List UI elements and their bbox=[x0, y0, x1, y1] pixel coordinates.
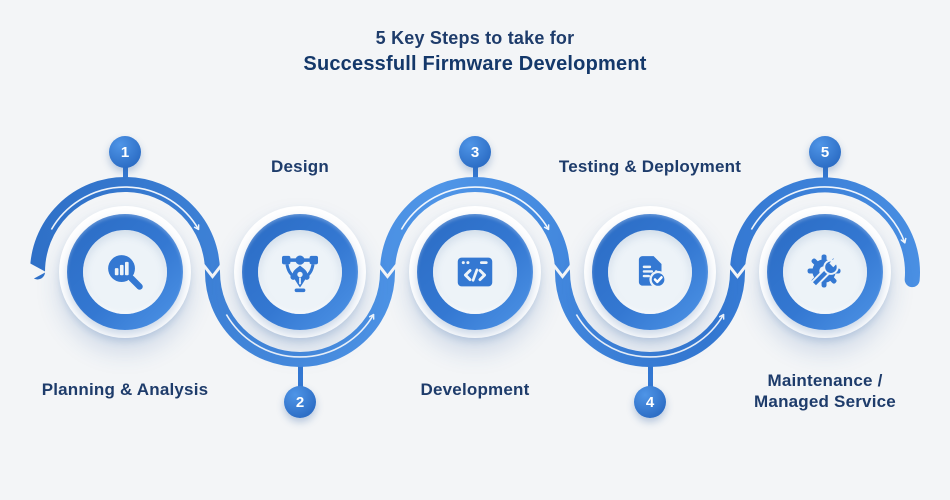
badge-stem bbox=[472, 163, 478, 183]
step-label-line-1: Maintenance / bbox=[767, 371, 883, 390]
step-label-line-2: Managed Service bbox=[754, 392, 896, 411]
code-window-icon bbox=[457, 257, 493, 287]
step-label-planning: Planning & Analysis bbox=[41, 380, 209, 399]
flow-arrow-icon bbox=[225, 315, 373, 358]
ribbon-band bbox=[30, 177, 920, 367]
step-plate bbox=[59, 206, 191, 338]
ribbon-fold-notch bbox=[727, 264, 748, 279]
step-number: 2 bbox=[295, 393, 305, 411]
step-number-badge: 5 bbox=[809, 136, 841, 168]
step-disc bbox=[608, 230, 692, 314]
gear-wrench-icon bbox=[807, 254, 841, 288]
step-number-badge: 3 bbox=[459, 136, 491, 168]
flow-arrow-icon bbox=[400, 186, 548, 229]
step-number: 5 bbox=[820, 143, 830, 161]
title-line-1: 5 Key Steps to take for bbox=[375, 28, 575, 48]
ribbon-tail-notch bbox=[28, 262, 46, 282]
step-ring bbox=[767, 214, 883, 330]
step-plate bbox=[409, 206, 541, 338]
step-label-development: Development bbox=[420, 380, 530, 399]
step-ring bbox=[67, 214, 183, 330]
document-check-icon bbox=[638, 256, 667, 289]
magnifier-chart-icon bbox=[108, 255, 143, 290]
step-number-badge: 2 bbox=[284, 386, 316, 418]
step-plate bbox=[759, 206, 891, 338]
step-plate bbox=[584, 206, 716, 338]
ribbon-fold-notch bbox=[202, 264, 223, 279]
step-label-design: Design bbox=[271, 157, 329, 176]
flow-arrow-icon bbox=[575, 315, 723, 358]
step-label-testing: Testing & Deployment bbox=[558, 157, 742, 176]
badge-stem bbox=[822, 163, 828, 183]
step-ring bbox=[242, 214, 358, 330]
step-label-maintenance: Maintenance / Managed Service bbox=[715, 370, 935, 412]
step-number-badge: 4 bbox=[634, 386, 666, 418]
step-ring bbox=[417, 214, 533, 330]
step-disc bbox=[83, 230, 167, 314]
step-disc bbox=[433, 230, 517, 314]
badge-stem bbox=[122, 163, 128, 183]
step-plate bbox=[234, 206, 366, 338]
step-disc bbox=[783, 230, 867, 314]
step-circle-development bbox=[409, 206, 541, 338]
step-circle-design bbox=[234, 206, 366, 338]
badge-stem bbox=[647, 357, 653, 391]
step-ring bbox=[592, 214, 708, 330]
step-circle-maintenance bbox=[759, 206, 891, 338]
ribbon-fold-notch bbox=[377, 264, 398, 279]
step-number: 4 bbox=[645, 393, 655, 411]
step-number: 1 bbox=[120, 143, 130, 161]
pen-tool-icon bbox=[281, 255, 319, 293]
step-number: 3 bbox=[470, 143, 480, 161]
title-line-2: Successfull Firmware Development bbox=[303, 53, 647, 75]
ribbon-fold-notch bbox=[552, 264, 573, 279]
step-circle-testing bbox=[584, 206, 716, 338]
step-circle-planning bbox=[59, 206, 191, 338]
page-title: 5 Key Steps to take for Successfull Firm… bbox=[0, 28, 950, 76]
step-disc bbox=[258, 230, 342, 314]
flow-arrow-icon bbox=[50, 186, 198, 229]
flow-arrow-icon bbox=[750, 186, 905, 243]
step-number-badge: 1 bbox=[109, 136, 141, 168]
badge-stem bbox=[297, 357, 303, 391]
